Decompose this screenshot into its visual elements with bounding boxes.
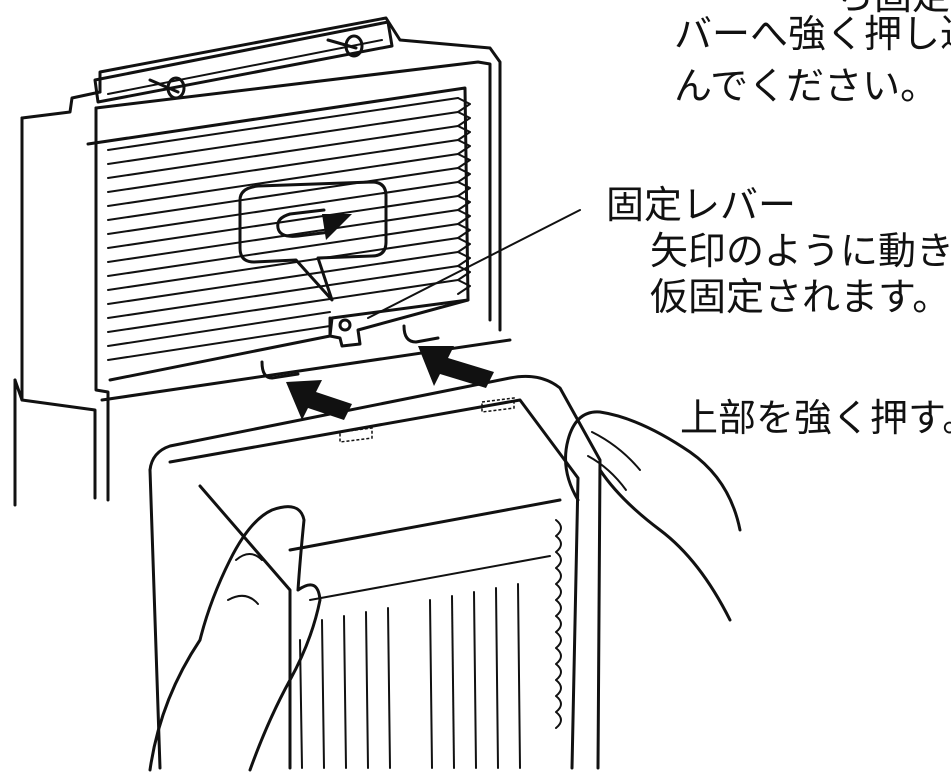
fixing-lever-description-line-1: 矢印のように動き、 <box>650 229 951 273</box>
filter-panel <box>148 374 602 770</box>
instruction-text-fragment: ら固定 <box>836 0 950 18</box>
left-hand <box>148 505 322 772</box>
instruction-text-line-1: バーへ強く押し込 <box>674 12 951 56</box>
fixing-lever-label: 固定レバー <box>606 183 797 227</box>
fixing-lever <box>328 209 581 348</box>
right-hand <box>564 410 742 622</box>
push-arrows <box>286 346 494 420</box>
pleated-filter <box>107 97 471 361</box>
push-top-instruction: 上部を強く押す。 <box>680 396 951 440</box>
instruction-text-line-2: んでください。 <box>674 64 939 108</box>
rotation-callout <box>238 180 388 302</box>
fixing-lever-description-line-2: 仮固定されます。 <box>650 275 951 319</box>
screw-right <box>326 34 364 58</box>
mounting-frame <box>13 16 512 507</box>
mount-hooks <box>260 324 440 380</box>
rail-with-screws <box>93 20 394 104</box>
screw-left <box>148 76 186 100</box>
